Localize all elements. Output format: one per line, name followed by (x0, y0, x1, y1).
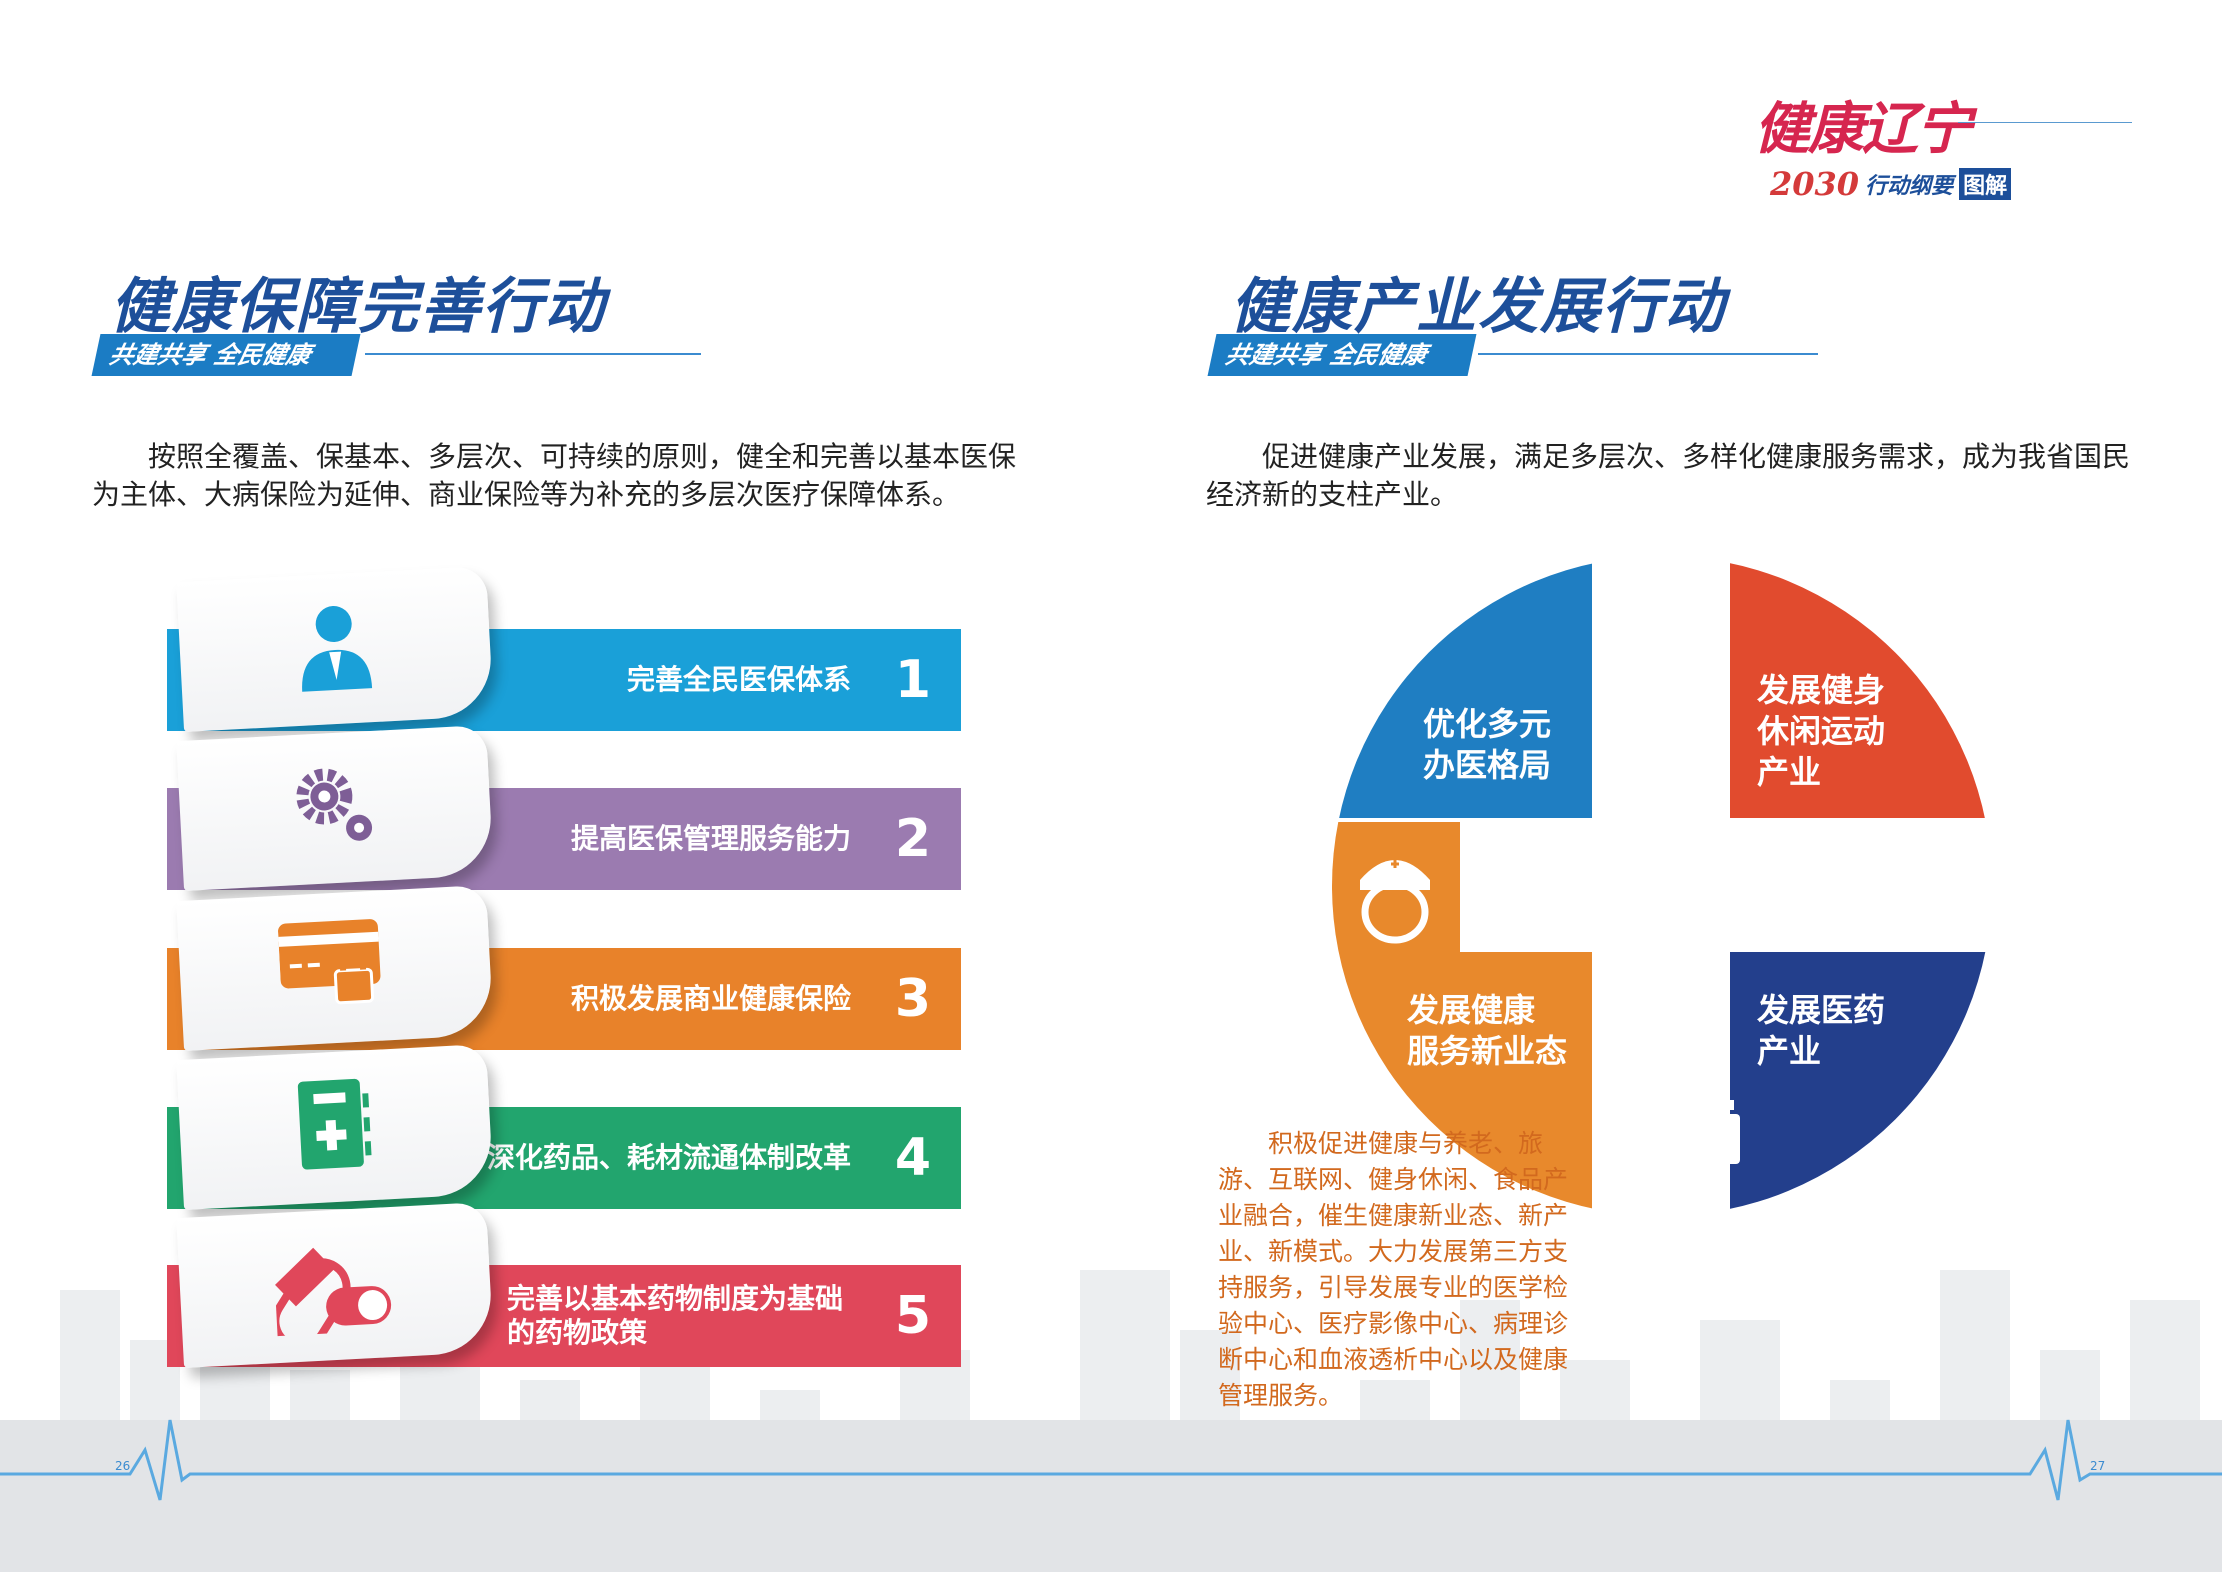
nurse-icon (1360, 860, 1430, 944)
person-icon (293, 600, 378, 698)
measure-label: 提高医保管理服务能力 (570, 822, 851, 855)
pills-icon (1620, 1100, 1740, 1164)
right-divider (1478, 353, 1818, 355)
medicine-book-icon (292, 1073, 377, 1181)
measure-number: 4 (894, 1128, 931, 1188)
left-divider (365, 353, 701, 355)
logo-year: 2030 (1770, 165, 1860, 203)
measure-number: 5 (894, 1286, 931, 1346)
measure-icon-card (176, 884, 494, 1052)
industry-note: 积极促进健康与养老、旅游、互联网、健身休闲、食品产业融合，催生健康新业态、新产业… (1218, 1129, 1569, 1410)
quadrant-label-tr: 发展健身休闲运动产业 (1757, 671, 1886, 791)
gears-icon (288, 759, 383, 858)
measure-icon-card (176, 1043, 494, 1211)
logo-sub: 行动纲要 (1865, 174, 1954, 199)
measure-label: 积极发展商业健康保险 (570, 982, 851, 1015)
measure-icon-card (176, 1201, 494, 1369)
measure-label: 完善以基本药物制度为基础的药物政策 (507, 1282, 844, 1349)
quadrant-label-br: 发展医药产业 (1757, 991, 1886, 1070)
right-body: 促进健康产业发展，满足多层次、多样化健康服务需求，成为我省国民经济新的支柱产业。 (1206, 440, 2131, 511)
page-number-right: 27 (2090, 1459, 2106, 1473)
measure-number: 2 (894, 809, 931, 869)
measure-label: 完善全民医保体系 (626, 663, 851, 696)
capsule-icon (271, 1230, 397, 1351)
logo-divider (1958, 122, 2132, 123)
magnifier-plus-icon (1657, 590, 1730, 665)
page-number-left: 26 (115, 1459, 131, 1473)
quadrant-label-bl: 发展健康服务新业态 (1407, 991, 1568, 1070)
card-lock-icon (277, 913, 392, 1023)
city-skyline (0, 1260, 2222, 1572)
muscle-man-icon (1870, 830, 1930, 905)
quadrant-label-tl: 优化多元办医格局 (1423, 705, 1552, 784)
logo: 健康辽宁 2030 行动纲要 图解 (1754, 84, 2012, 203)
right-slogan: 共建共享 全民健康 (1207, 334, 1477, 376)
right-title: 健康产业发展行动 (1230, 272, 1726, 342)
logo-main: 健康辽宁 (1754, 97, 1972, 162)
measure-icon-card (176, 565, 494, 733)
measure-label: 深化药品、耗材流通体制改革 (486, 1141, 851, 1174)
measure-number: 3 (894, 969, 931, 1029)
left-title: 健康保障完善行动 (110, 272, 606, 342)
measure-icon-card (176, 724, 494, 892)
heartbeat-line (0, 1419, 2222, 1501)
left-slogan: 共建共享 全民健康 (91, 334, 361, 376)
measure-number: 1 (894, 650, 931, 710)
logo-tag: 图解 (1959, 168, 2012, 200)
left-body: 按照全覆盖、保基本、多层次、可持续的原则，健全和完善以基本医保为主体、大病保险为… (92, 440, 1017, 511)
health-cross-diagram (1332, 556, 1992, 1216)
